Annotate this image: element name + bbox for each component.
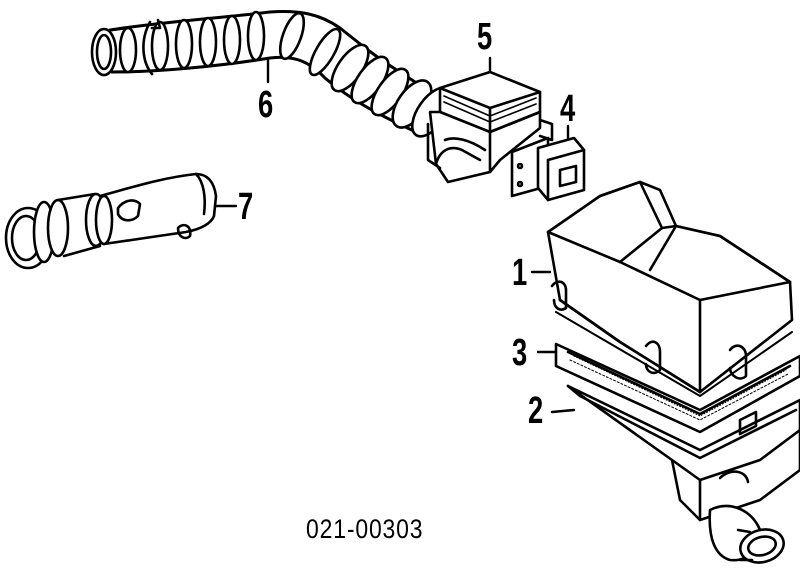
callout-4: 4 <box>560 88 576 130</box>
intake-hose-upper <box>92 10 460 143</box>
callout-3: 3 <box>512 332 528 374</box>
intake-hose-lower <box>6 174 236 268</box>
callout-2: 2 <box>528 390 544 432</box>
callout-6: 6 <box>258 84 274 126</box>
diagram-part-number: 021-00303 <box>306 514 424 544</box>
air-filter-element <box>538 344 800 432</box>
callout-1: 1 <box>512 252 528 294</box>
callout-5: 5 <box>477 16 493 58</box>
air-cleaner-cover <box>532 182 792 396</box>
adapter-connector <box>512 126 584 200</box>
air-flow-meter <box>428 58 552 182</box>
air-cleaner-case <box>552 386 800 567</box>
callout-7: 7 <box>238 186 254 228</box>
